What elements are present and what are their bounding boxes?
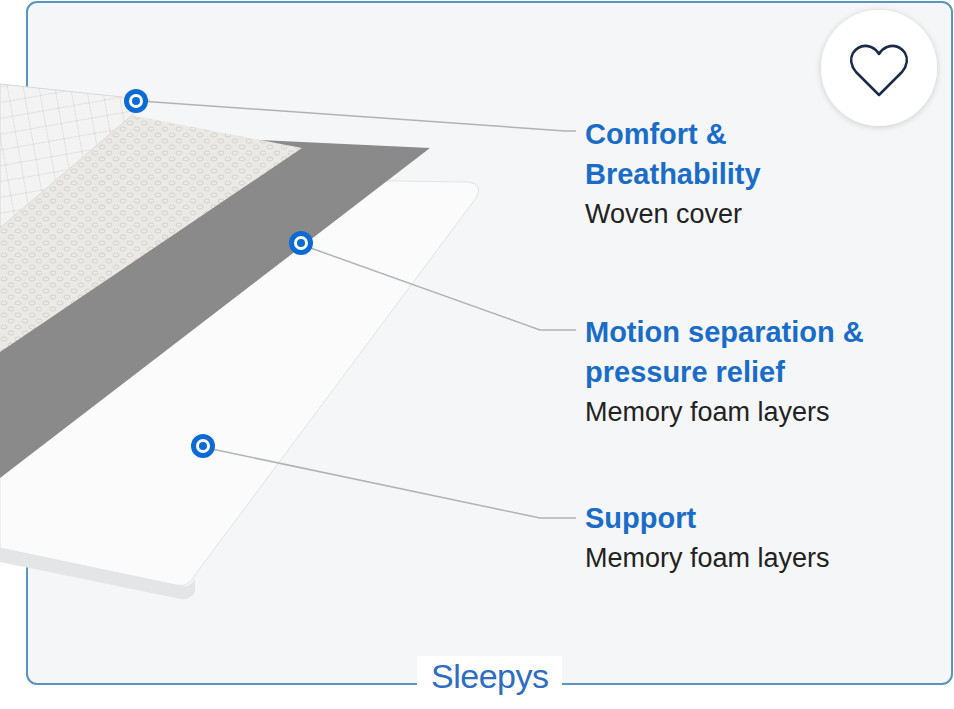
layer-heading: Support [585, 498, 925, 538]
layer-heading: Comfort & Breathability [585, 114, 825, 194]
layer-material: Memory foam layers [585, 540, 925, 576]
layer-heading: Motion separation & pressure relief [585, 312, 940, 392]
layer-material: Memory foam layers [585, 394, 925, 430]
layer-material: Woven cover [585, 196, 925, 232]
brand-logo: Sleepys [417, 656, 562, 696]
